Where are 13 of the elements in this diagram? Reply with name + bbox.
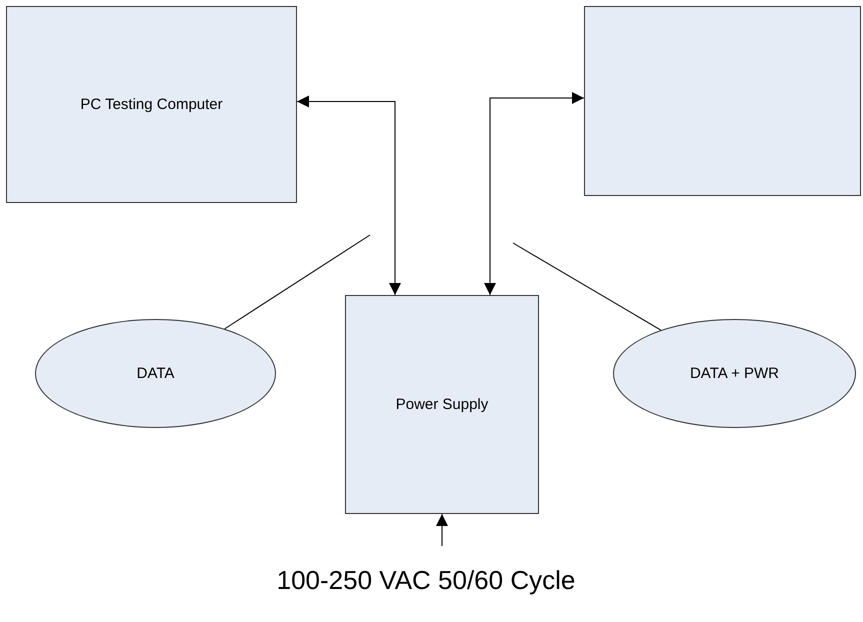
computer-box bbox=[6, 6, 297, 203]
device-box bbox=[584, 6, 861, 196]
node-label: DATA bbox=[136, 365, 174, 382]
node-label: Power Supply bbox=[396, 396, 488, 413]
connector-arrow bbox=[296, 96, 401, 296]
leader-line bbox=[512, 242, 662, 331]
node-label: PC Testing Computer bbox=[80, 96, 223, 113]
connector-arrow bbox=[436, 514, 448, 546]
leader-line bbox=[224, 234, 370, 330]
voltage-label: 100-250 VAC 50/60 Cycle bbox=[276, 564, 576, 596]
connector-arrow bbox=[484, 92, 584, 296]
power-supply-box bbox=[345, 295, 539, 514]
node-label: DATA + PWR bbox=[690, 365, 780, 382]
